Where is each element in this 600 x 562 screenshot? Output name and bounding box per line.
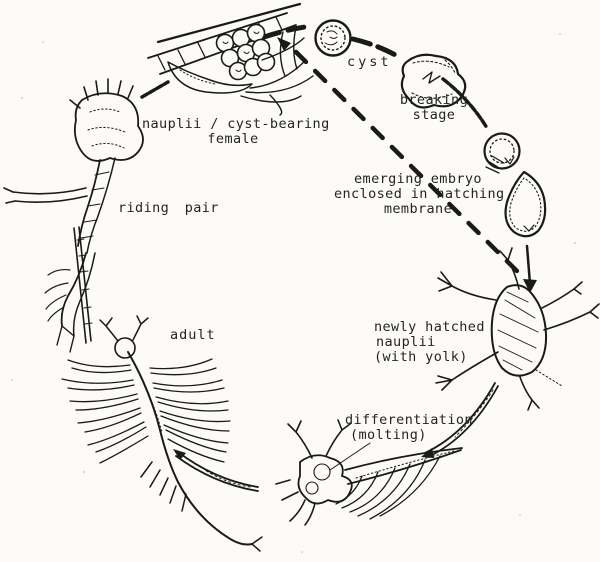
stage-label-line: (with yolk): [374, 349, 468, 365]
stage-label-line: cyst: [347, 54, 392, 70]
stage-label-line: membrane: [383, 201, 453, 217]
arrow-membrane-to-nauplii: [523, 244, 537, 293]
dashed-shortcut-nauplii-to-female: [293, 49, 523, 277]
arc-cyst-to-breaking: [350, 36, 402, 60]
stage-label-line: newly hatched: [374, 319, 485, 335]
artwork-adult: [61, 315, 263, 552]
stage-label-line: riding pair: [118, 200, 219, 216]
stage-label-differentiation: differentiation (molting): [345, 413, 473, 443]
stage-label-riding-pair: riding pair: [118, 201, 219, 216]
stage-label-breaking-stage: breaking stage: [384, 93, 484, 123]
line-riding-pair-to-female: [140, 80, 170, 99]
arc-breaking-to-embryo: [441, 77, 489, 130]
stage-label-line: stage: [412, 107, 456, 123]
artwork-cyst: [314, 19, 352, 57]
stage-label-emerging-embryo: emerging embryo enclosed in hatching mem…: [334, 171, 505, 217]
arc-nauplii-to-differentiation: [421, 382, 499, 458]
scan-noise: [11, 33, 576, 553]
artwork-differentiation: [275, 419, 463, 526]
stage-label-line: breaking: [399, 92, 469, 108]
stage-label-adult: adult: [170, 328, 216, 343]
artwork-emerging-embryo: [483, 132, 521, 174]
stage-label-line: adult: [170, 327, 216, 343]
stage-label-line: emerging embryo: [354, 171, 482, 187]
artwork-riding-pair: [3, 78, 144, 353]
stage-label-cyst: cyst: [347, 55, 392, 70]
artwork-hatching-membrane: [504, 170, 547, 238]
stage-label-line: female: [207, 131, 259, 147]
stage-label-cyst-bearing-female: nauplii / cyst-bearing female: [142, 116, 330, 147]
stage-label-newly-hatched-nauplii: newly hatched nauplii (with yolk): [374, 320, 485, 365]
stage-label-line: nauplii / cyst-bearing: [142, 116, 330, 132]
stage-label-line: (molting): [350, 427, 427, 443]
artwork-cyst-bearing-female: [147, 2, 314, 116]
stage-label-line: nauplii: [376, 334, 436, 350]
stage-label-line: enclosed in hatching: [334, 186, 505, 202]
artwork-newly-hatched-nauplii: [435, 247, 600, 411]
artwork-breaking-stage: [400, 53, 467, 109]
stage-label-line: differentiation: [345, 412, 473, 428]
dashed-shortcut-arrowhead: [277, 37, 291, 51]
arc-differentiation-to-adult: [173, 449, 259, 492]
